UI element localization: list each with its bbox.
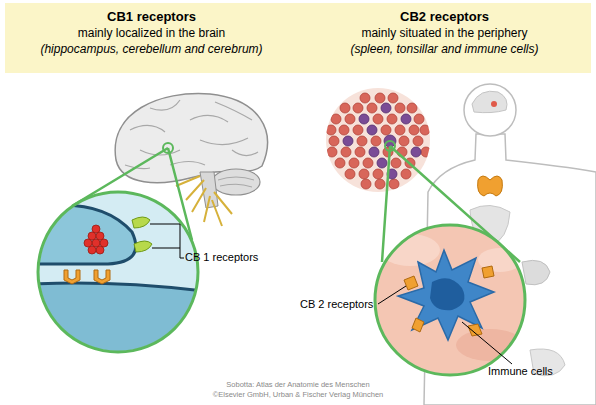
vesicle <box>92 225 100 233</box>
location-list: (spleen, tonsillar and immune cells) <box>298 41 591 57</box>
spleen-organ <box>522 260 550 284</box>
part-label: CB 1 receptors <box>185 251 258 263</box>
red-blood-cell <box>329 136 339 146</box>
copyright-note: ©Elsevier GmbH, Urban & Fischer Verlag M… <box>0 390 596 399</box>
red-blood-cell <box>359 169 369 179</box>
head-spot <box>491 101 497 107</box>
white-blood-cell <box>359 114 369 124</box>
human-head <box>464 84 516 136</box>
nerves <box>176 176 232 226</box>
red-blood-cell <box>373 114 383 124</box>
part-label: CB 2 receptors <box>300 298 373 310</box>
red-blood-cell <box>375 179 385 189</box>
white-blood-cell <box>411 147 421 157</box>
red-blood-cell <box>388 93 398 103</box>
red-blood-cell <box>339 125 349 135</box>
cerebellum-folds <box>218 177 254 187</box>
white-blood-cell <box>377 158 387 168</box>
red-blood-cell <box>357 136 367 146</box>
red-blood-cell <box>395 103 405 113</box>
white-blood-cell <box>367 125 377 135</box>
description: mainly localized in the brain <box>5 25 298 41</box>
red-blood-cell <box>387 114 397 124</box>
blood-circle <box>326 88 430 192</box>
red-blood-cell <box>331 114 341 124</box>
leader-line <box>462 322 512 364</box>
cb2-receptor <box>412 318 424 332</box>
white-blood-cell <box>401 114 411 124</box>
red-blood-cell <box>375 93 385 103</box>
cb1-receptor <box>134 241 152 252</box>
red-blood-cell <box>353 103 363 113</box>
white-blood-cell <box>343 136 353 146</box>
leader-line <box>150 224 184 258</box>
zoom-circle-outline <box>375 225 525 375</box>
source-credit: Sobotta: Atlas der Anatomie des Menschen <box>0 380 596 389</box>
header-band: CB2 receptorsmainly situated in the peri… <box>298 3 591 73</box>
red-blood-cell <box>401 169 411 179</box>
cell-nucleus <box>430 278 464 310</box>
red-blood-cell <box>340 103 350 113</box>
zoom-circle-outline <box>38 192 198 352</box>
red-blood-cell <box>413 136 423 146</box>
red-blood-cell <box>381 125 391 135</box>
red-blood-cell <box>335 158 345 168</box>
red-blood-cell <box>363 158 373 168</box>
cb2-receptor <box>404 276 418 290</box>
red-blood-cell <box>345 114 355 124</box>
heading: CB2 receptors <box>298 9 591 25</box>
postsynaptic-membrane <box>30 283 210 292</box>
part-label: Immune cells <box>488 365 553 377</box>
red-blood-cell <box>355 147 365 157</box>
red-blood-cell <box>361 179 371 189</box>
cerebellum <box>212 169 260 195</box>
description: mainly situated in the periphery <box>298 25 591 41</box>
red-blood-cell <box>360 93 370 103</box>
heading: CB1 receptors <box>5 9 298 25</box>
zoom-spot <box>163 143 173 153</box>
head-brain <box>472 91 507 112</box>
receptor <box>94 270 110 284</box>
cb1-receptor <box>132 217 150 228</box>
red-blood-cell <box>341 147 351 157</box>
red-blood-cell <box>349 158 359 168</box>
red-blood-cell <box>345 169 355 179</box>
thyroid <box>478 176 503 196</box>
tissue-texture <box>380 234 440 266</box>
vesicle <box>96 246 104 254</box>
red-blood-cell <box>327 147 337 157</box>
red-blood-cell <box>407 103 417 113</box>
header-band: CB1 receptorsmainly localized in the bra… <box>5 3 298 73</box>
red-blood-cell <box>391 158 401 168</box>
red-blood-cell <box>399 136 409 146</box>
brain-gyri <box>125 100 258 169</box>
red-blood-cell <box>371 136 381 146</box>
white-blood-cell <box>381 103 391 113</box>
red-blood-cell <box>389 179 399 189</box>
zoom-circle <box>375 225 525 375</box>
receptor <box>64 270 80 284</box>
red-blood-cell <box>421 147 431 157</box>
leader-line <box>378 286 406 304</box>
cb2-receptor <box>468 324 482 336</box>
white-blood-cell <box>369 147 379 157</box>
location-list: (hippocampus, cerebellum and cerebrum) <box>5 41 298 57</box>
immune-cell <box>398 250 494 340</box>
red-blood-cell <box>367 103 377 113</box>
red-blood-cell <box>353 125 363 135</box>
red-blood-cell <box>420 125 430 135</box>
red-blood-cell <box>373 169 383 179</box>
red-blood-cell <box>409 125 419 135</box>
synapse <box>30 205 210 360</box>
vesicle <box>88 246 96 254</box>
zoom-spot <box>385 141 395 151</box>
red-blood-cell <box>395 125 405 135</box>
cb2-receptor <box>482 266 494 278</box>
red-blood-cell <box>326 125 336 135</box>
red-blood-cell <box>414 114 424 124</box>
